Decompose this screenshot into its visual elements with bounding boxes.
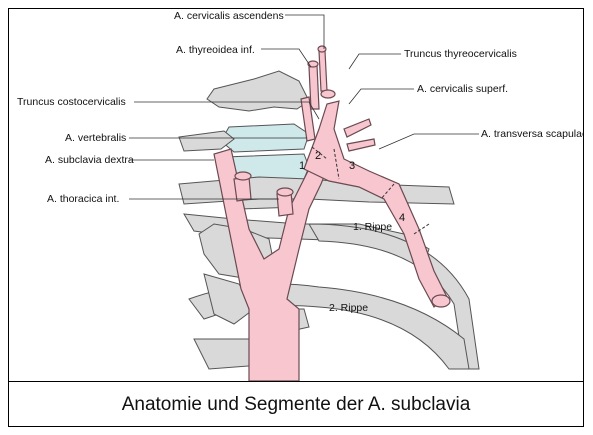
- segment-2: 2: [315, 150, 321, 162]
- segment-4: 4: [399, 212, 405, 224]
- label-rippe-2: 2. Rippe: [329, 302, 368, 314]
- segment-3: 3: [349, 160, 355, 172]
- label-truncus-thyreocervicalis: Truncus thyreocervicalis: [404, 48, 517, 60]
- label-subclavia-dextra: A. subclavia dextra: [45, 154, 134, 166]
- transversa-scapulae: [347, 139, 375, 151]
- label-vertebralis: A. vertebralis: [65, 132, 126, 144]
- segment-1: 1: [299, 160, 305, 172]
- label-cervicalis-ascendens: A. cervicalis ascendens: [174, 10, 284, 22]
- cervicalis-ascendens: [319, 51, 327, 91]
- subclavia-dextra: [304, 101, 447, 307]
- subclavia-anatomy-diagram: A. cervicalis ascendens A. thyreoidea in…: [9, 9, 583, 381]
- cervicalis-superf: [344, 119, 371, 137]
- label-thyreoidea-inf: A. thyreoidea inf.: [176, 44, 255, 56]
- thyreoidea-inf: [309, 65, 319, 109]
- label-rippe-1: 1. Rippe: [353, 221, 392, 233]
- figure-caption: Anatomie und Segmente der A. subclavia: [8, 381, 584, 427]
- carotis-stump: [234, 177, 251, 201]
- caption-text: Anatomie und Segmente der A. subclavia: [122, 394, 471, 416]
- label-cervicalis-superf: A. cervicalis superf.: [417, 83, 508, 95]
- label-thoracica-int: A. thoracica int.: [47, 193, 119, 205]
- label-truncus-costocervicalis: Truncus costocervicalis: [17, 96, 126, 108]
- label-transversa-scapulae: A. transversa scapulae: [481, 128, 583, 140]
